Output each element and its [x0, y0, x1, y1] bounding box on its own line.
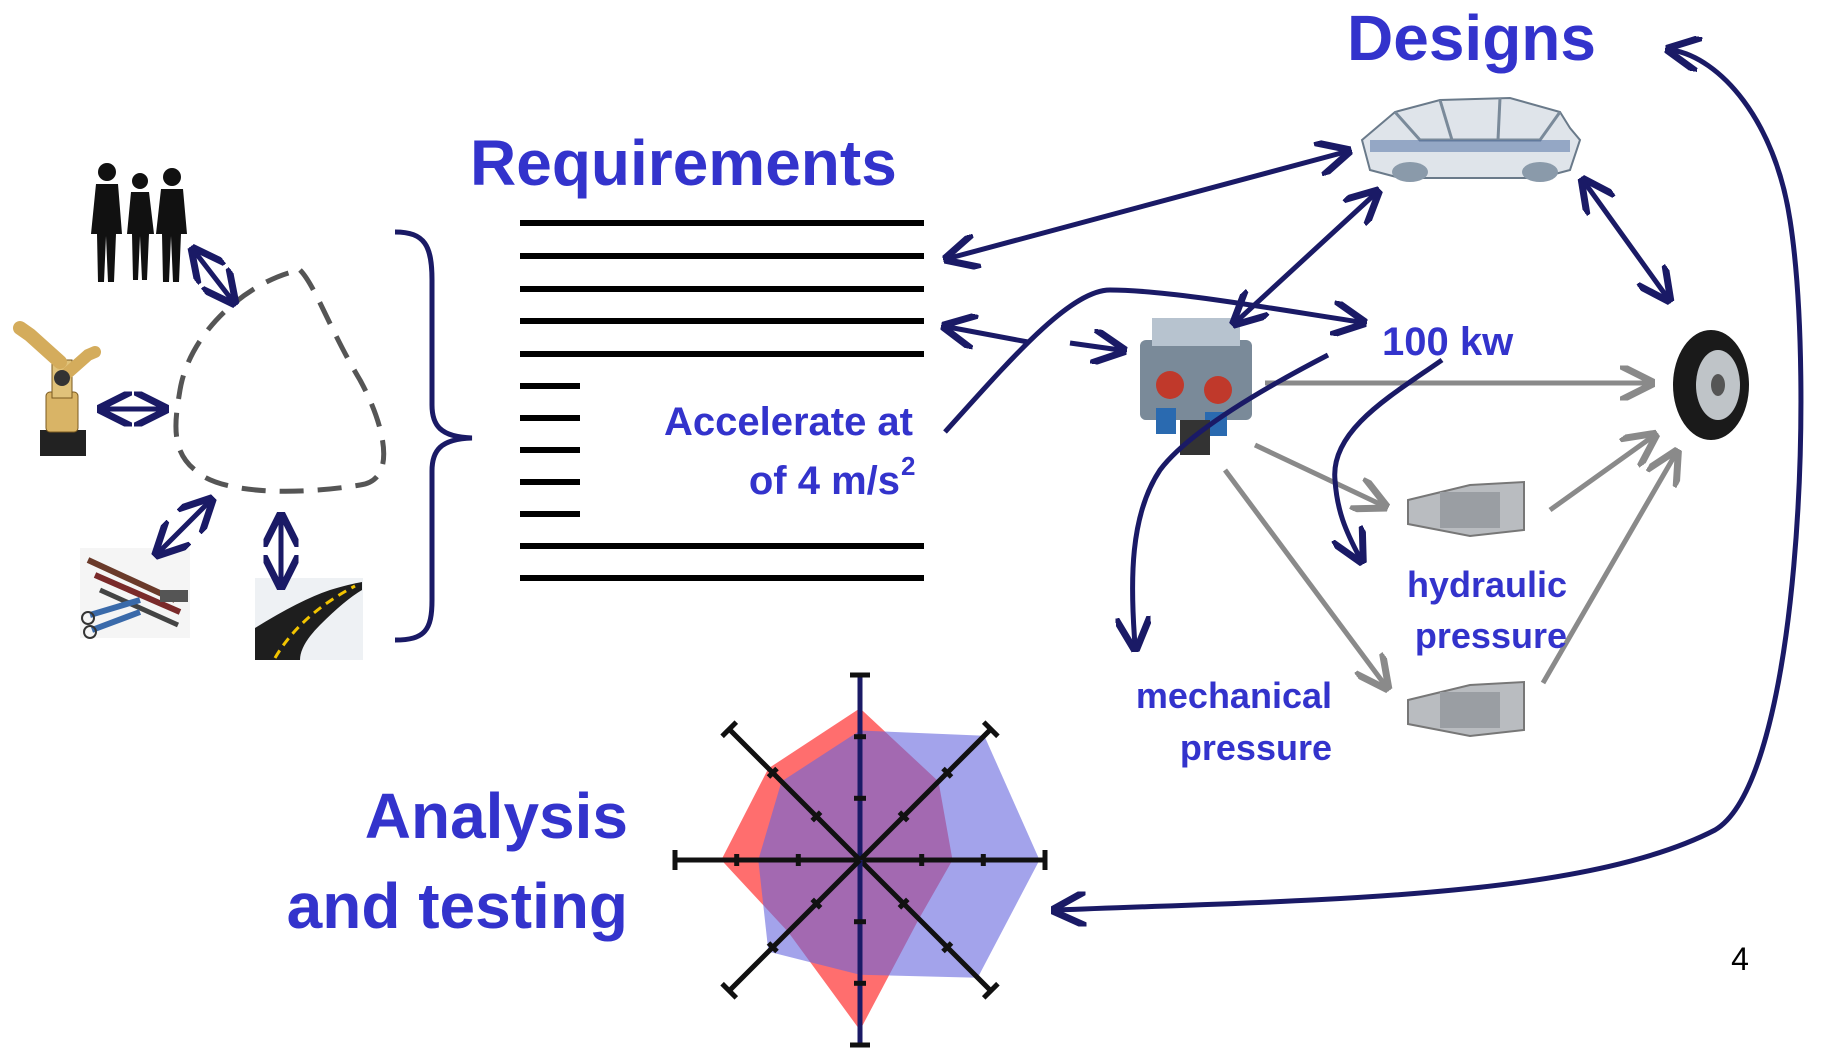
radar-tick [766, 766, 779, 779]
stakeholder-dashed-boundary [173, 267, 387, 494]
mechanical-label-line1: mechanical [1136, 675, 1332, 716]
hydraulic-label-line2: pressure [1415, 615, 1567, 656]
requirements-title: Requirements [470, 127, 897, 199]
radar-axis-4 [858, 858, 993, 993]
radar-tick [810, 810, 823, 823]
tire-icon [1673, 330, 1749, 440]
radar-axis-2 [858, 727, 993, 862]
robot-arm-icon [13, 321, 101, 456]
hydraulic-label-line1: hydraulic [1407, 564, 1567, 605]
radar-tick [981, 720, 1000, 739]
road-icon [255, 578, 363, 660]
people-link-arrow [195, 252, 232, 300]
radar-axis-8 [727, 727, 862, 862]
radar-tick [941, 766, 954, 779]
radar-series-2 [758, 730, 1040, 978]
analysis-title-line2: and testing [287, 870, 628, 942]
requirements-brace [394, 229, 473, 643]
radar-tick [810, 897, 823, 910]
page-number: 4 [1731, 941, 1749, 977]
power-label: 100 kw [1382, 320, 1514, 364]
engine-to-upper-transmission-arrow [1253, 442, 1382, 505]
accelerate-label-line1: Accelerate at [664, 400, 913, 444]
radar-tick [897, 810, 910, 823]
upper-transmission-to-tire-arrow [1548, 437, 1652, 513]
mechanical-label-line2: pressure [1180, 727, 1332, 768]
car-body-icon [1360, 96, 1582, 182]
analysis-title-line1: Analysis [365, 780, 628, 852]
engine-carbody-arrow [1237, 194, 1375, 321]
radar-tick [766, 941, 779, 954]
feedback-loop-arrow [1058, 50, 1804, 910]
carbody-tire-arrow [1585, 183, 1667, 297]
people-icon [91, 163, 187, 282]
radar-tick [897, 897, 910, 910]
requirements-designs-arrow [950, 152, 1345, 258]
designs-title: Designs [1347, 2, 1596, 74]
radar-tick [720, 720, 739, 739]
tools-icon [80, 548, 190, 639]
radar-axis-6 [727, 858, 862, 993]
transmission-icon [1407, 480, 1525, 538]
radar-tick [981, 981, 1000, 1000]
radar-chart [672, 672, 1048, 1048]
requirements-list [520, 220, 924, 581]
radar-tick [720, 981, 739, 1000]
requirements-engine-arrow-a [948, 327, 1029, 342]
transmission-icon [1407, 680, 1525, 738]
engine-to-lower-transmission-arrow [1222, 468, 1385, 685]
accelerate-superscript: 2 [901, 451, 915, 481]
radar-tick [941, 941, 954, 954]
tools-link-arrow [159, 502, 209, 552]
accelerate-label-line2: of 4 m/s [749, 459, 900, 503]
requirements-engine-arrow-b [1069, 343, 1120, 350]
